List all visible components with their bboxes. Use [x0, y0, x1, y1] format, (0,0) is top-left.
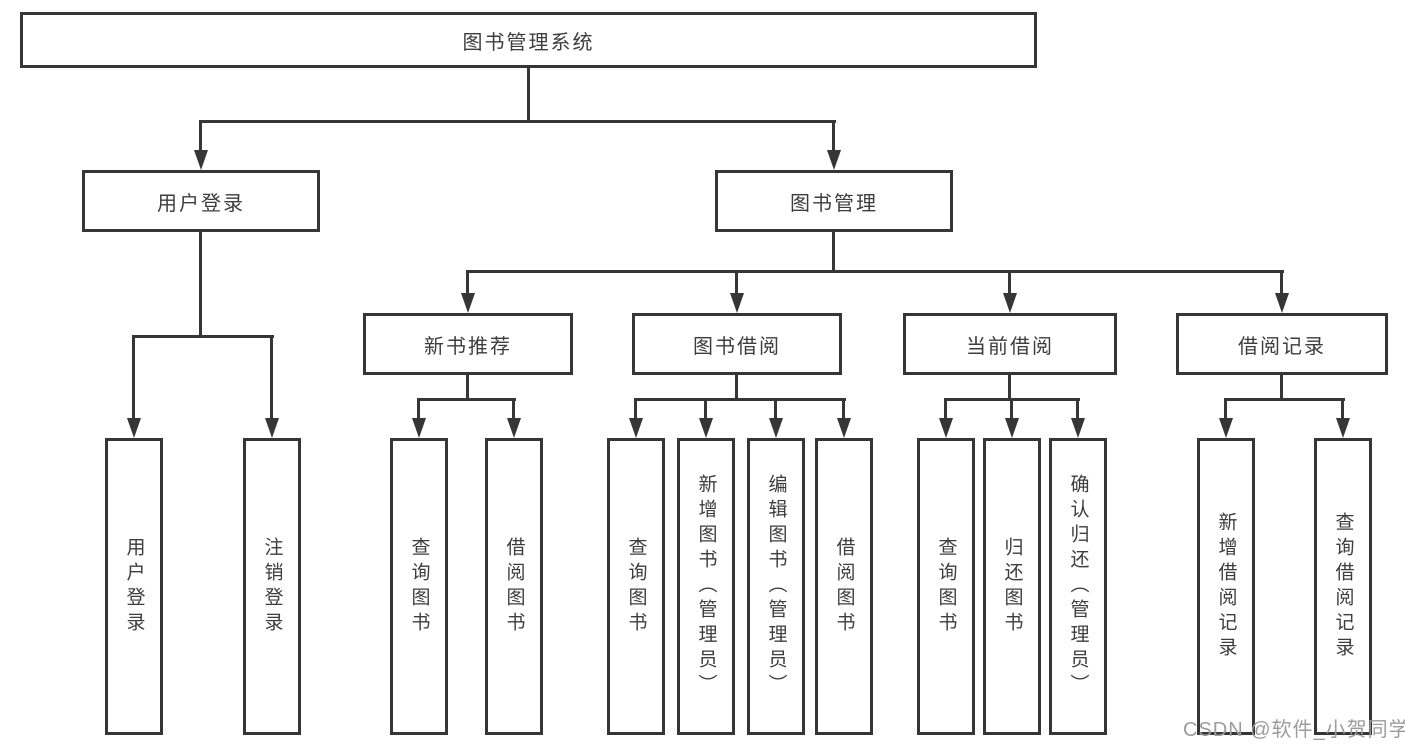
arrow-down-icon: [194, 150, 208, 170]
connector-line: [1224, 398, 1345, 401]
connector-line: [1280, 375, 1283, 398]
arrow-down-icon: [1219, 418, 1233, 438]
node-label: 用户登录: [123, 536, 145, 637]
leaf-logout: 注销登录: [243, 438, 301, 735]
connector-line: [774, 398, 777, 418]
connector-line: [417, 398, 420, 418]
arrow-down-icon: [1336, 418, 1350, 438]
connector-line: [634, 398, 846, 401]
leaf-query-books-borrowing: 查询图书: [607, 438, 665, 735]
arrow-down-icon: [939, 418, 953, 438]
connector-line: [466, 375, 469, 398]
connector-line: [832, 232, 835, 270]
arrow-down-icon: [769, 418, 783, 438]
node-label: 图书管理: [790, 192, 878, 215]
node-label: 新增借阅记录: [1215, 511, 1237, 662]
leaf-edit-book-admin: 编辑图书（管理员）: [747, 438, 805, 735]
leaf-user-login: 用户登录: [105, 438, 163, 735]
connector-line: [512, 398, 515, 418]
arrow-down-icon: [1005, 418, 1019, 438]
leaf-return-book: 归还图书: [983, 438, 1041, 735]
node-book-borrowing: 图书借阅: [632, 313, 842, 375]
leaf-query-borrow-record: 查询借阅记录: [1314, 438, 1372, 735]
node-library-management-system: 图书管理系统: [20, 12, 1037, 68]
arrow-down-icon: [507, 418, 521, 438]
leaf-query-books-current: 查询图书: [917, 438, 975, 735]
connector-line: [527, 68, 530, 120]
connector-line: [1008, 270, 1011, 293]
node-label: 查询图书: [935, 536, 957, 637]
node-current-borrowing: 当前借阅: [903, 313, 1117, 375]
connector-line: [466, 270, 469, 293]
node-label: 新书推荐: [424, 335, 512, 358]
connector-line: [132, 335, 274, 338]
node-label: 图书管理系统: [462, 31, 595, 54]
node-label: 注销登录: [261, 536, 283, 637]
connector-line: [1010, 398, 1013, 418]
csdn-watermark: CSDN @软件_小贺同学: [1183, 719, 1405, 741]
node-label: 查询借阅记录: [1332, 511, 1354, 662]
node-label: 确认归还（管理员）: [1067, 474, 1089, 699]
arrow-down-icon: [699, 418, 713, 438]
node-label: 用户登录: [157, 192, 245, 215]
arrow-down-icon: [127, 418, 141, 438]
connector-line: [1076, 398, 1079, 418]
connector-line: [466, 270, 1284, 273]
arrow-down-icon: [461, 293, 475, 313]
connector-line: [704, 398, 707, 418]
leaf-confirm-return-admin: 确认归还（管理员）: [1049, 438, 1107, 735]
node-label: 新增图书（管理员）: [695, 474, 717, 699]
connector-line: [1008, 375, 1011, 398]
node-borrowing-records: 借阅记录: [1176, 313, 1388, 375]
node-label: 查询图书: [408, 536, 430, 637]
node-label: 借阅记录: [1238, 335, 1326, 358]
leaf-borrow-books-recommend: 借阅图书: [485, 438, 543, 735]
connector-line: [1341, 398, 1344, 418]
node-label: 编辑图书（管理员）: [765, 474, 787, 699]
node-book-management: 图书管理: [715, 170, 953, 232]
arrow-down-icon: [827, 150, 841, 170]
connector-line: [1224, 398, 1227, 418]
arrow-down-icon: [1275, 293, 1289, 313]
node-new-book-recommendation: 新书推荐: [363, 313, 573, 375]
arrow-down-icon: [412, 418, 426, 438]
node-label: 查询图书: [625, 536, 647, 637]
leaf-add-borrow-record: 新增借阅记录: [1197, 438, 1255, 735]
node-label: 图书借阅: [693, 335, 781, 358]
connector-line: [735, 375, 738, 398]
connector-line: [199, 232, 202, 335]
arrow-down-icon: [1003, 293, 1017, 313]
connector-line: [270, 335, 273, 418]
leaf-borrow-books-borrowing: 借阅图书: [815, 438, 873, 735]
arrow-down-icon: [837, 418, 851, 438]
arrow-down-icon: [265, 418, 279, 438]
node-label: 借阅图书: [503, 536, 525, 637]
connector-line: [634, 398, 637, 418]
connector-line: [199, 120, 836, 123]
connector-line: [735, 270, 738, 293]
connector-line: [132, 335, 135, 418]
node-label: 借阅图书: [833, 536, 855, 637]
arrow-down-icon: [730, 293, 744, 313]
connector-line: [944, 398, 947, 418]
connector-line: [1280, 270, 1283, 293]
connector-line: [417, 398, 516, 401]
connector-line: [842, 398, 845, 418]
arrow-down-icon: [1071, 418, 1085, 438]
node-label: 归还图书: [1001, 536, 1023, 637]
connector-line: [199, 120, 202, 150]
node-user-login: 用户登录: [82, 170, 320, 232]
node-label: 当前借阅: [966, 335, 1054, 358]
leaf-query-books-recommend: 查询图书: [390, 438, 448, 735]
leaf-add-book-admin: 新增图书（管理员）: [677, 438, 735, 735]
connector-line: [832, 120, 835, 150]
arrow-down-icon: [629, 418, 643, 438]
